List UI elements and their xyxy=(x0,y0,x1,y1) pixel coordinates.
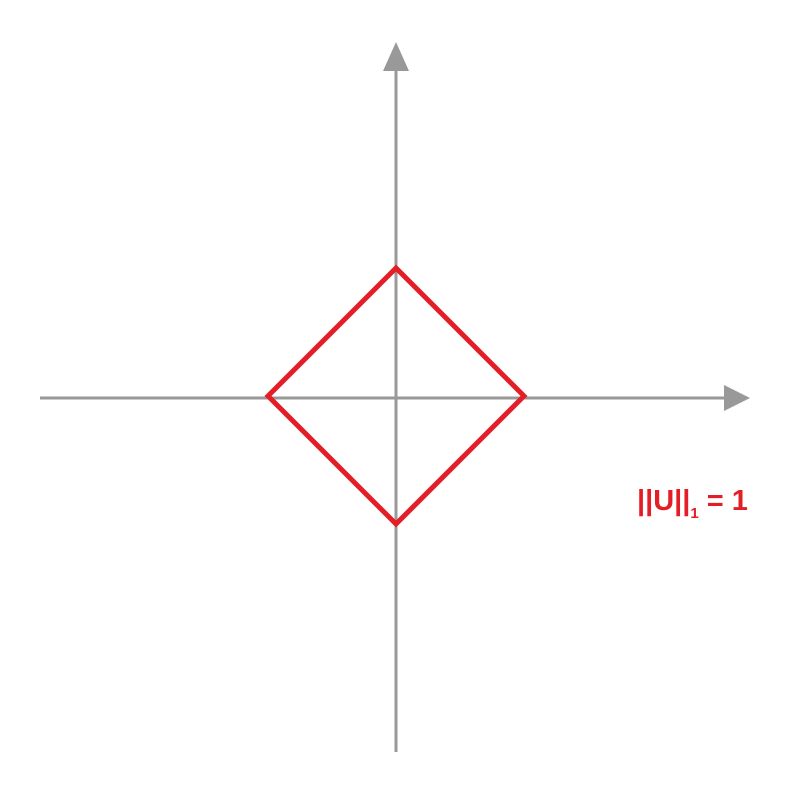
x-axis-arrow-icon xyxy=(724,385,750,411)
norm-label-subscript: 1 xyxy=(690,505,698,522)
norm-label: ||U||1 = 1 xyxy=(637,485,748,522)
l1-unit-diamond xyxy=(264,264,528,528)
y-axis-arrow-icon xyxy=(383,42,409,71)
norm-label-prefix: ||U|| xyxy=(637,485,690,517)
norm-label-suffix: = 1 xyxy=(699,485,748,517)
